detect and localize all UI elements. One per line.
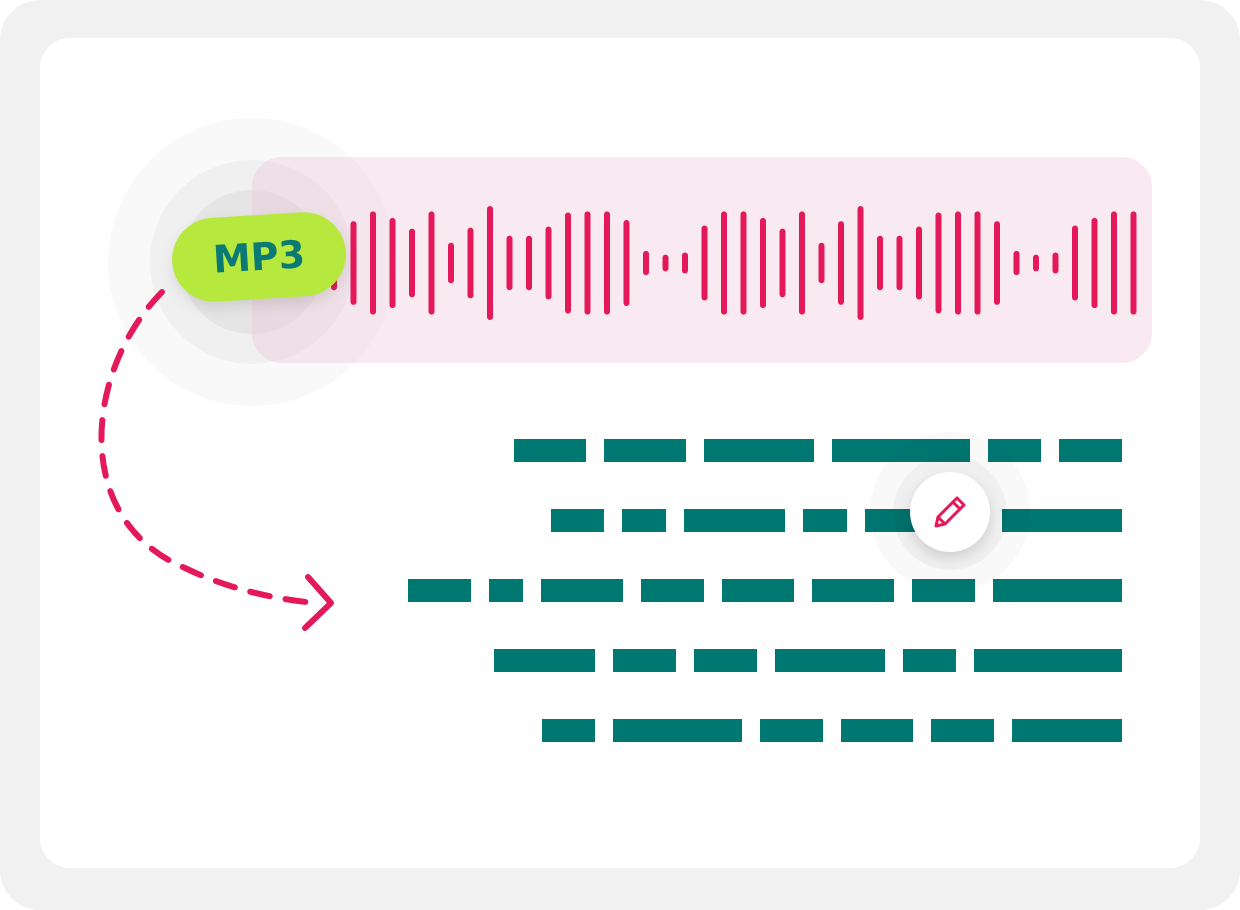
transcript-word (912, 579, 975, 602)
transcript-word (613, 649, 676, 672)
transcript-word (613, 719, 742, 742)
transcript-word (542, 719, 595, 742)
transcript-word (775, 649, 885, 672)
transcript-word (903, 649, 956, 672)
transcript-word (993, 579, 1122, 602)
pencil-icon (934, 496, 966, 528)
transcript-word (722, 579, 794, 602)
transcript-word (841, 719, 913, 742)
edit-transcript-button[interactable] (910, 472, 990, 552)
transcript-word (489, 579, 523, 602)
transcript-word (812, 579, 894, 602)
transcript-word (694, 649, 757, 672)
transcript-word (931, 719, 994, 742)
transcript-word (988, 439, 1041, 462)
transcript-word (684, 509, 785, 532)
transcript-word (622, 509, 666, 532)
transcript-word (1012, 719, 1122, 742)
transcript-word (408, 579, 471, 602)
transcript-word (641, 579, 704, 602)
transcript-word (832, 439, 970, 462)
transcript-word (494, 649, 595, 672)
transcript-word (551, 509, 604, 532)
transcript-word (604, 439, 686, 462)
transcript-word (541, 579, 623, 602)
transcript-word (760, 719, 823, 742)
transcript-word (704, 439, 814, 462)
transcript-word (974, 649, 1122, 672)
transcript-word (514, 439, 586, 462)
transcript-word (1002, 509, 1122, 532)
transcript-word (1059, 439, 1122, 462)
transcript-word (803, 509, 847, 532)
